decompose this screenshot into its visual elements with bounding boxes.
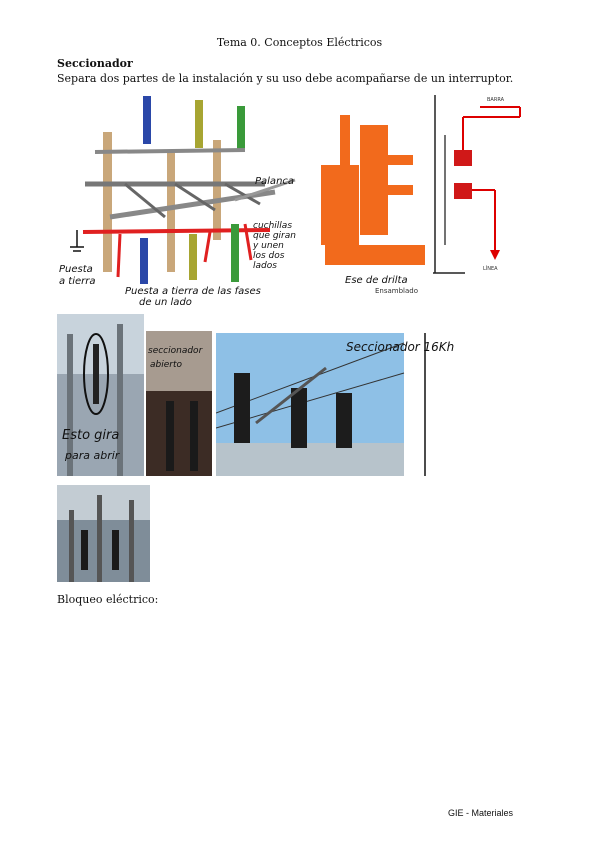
caption-esto-gira: Esto gira (62, 428, 119, 443)
annotation-cuchillas-3: y unen (252, 241, 284, 251)
phase-green-top (237, 106, 245, 150)
label-barra: BARRA (487, 97, 505, 103)
subsection-heading: Bloqueo eléctrico: (57, 593, 159, 606)
switchgear-diagram: BARRA LÍNEA Ese de drilta Ensamblado (320, 95, 521, 295)
annotation-puesta-1: Puesta (59, 264, 93, 275)
disconnector-sketch: Palanca cuchillas que giran y unen los d… (59, 96, 296, 307)
annotation-cuchillas-5: lados (253, 261, 277, 271)
label-linea: LÍNEA (483, 265, 498, 272)
caption-seccionador: seccionador (148, 346, 204, 356)
section-description: Separa dos partes de la instalación y su… (57, 72, 514, 85)
annotation-cuchillas-4: los dos (253, 251, 285, 261)
annotation-puesta-2: a tierra (59, 276, 96, 287)
photo-disconnector-3: Seccionador 16Kh (216, 333, 454, 476)
annotation-ese: Ese de drilta (345, 275, 408, 286)
annotation-palanca: Palanca (255, 176, 294, 187)
photo-disconnector-1: Esto gira para abrir (57, 314, 144, 476)
photo-disconnector-2: seccionador abierto (146, 331, 212, 476)
annotation-cuchillas-2: que giran (253, 231, 296, 241)
photo-substation (57, 485, 150, 582)
phase-yellow-top (195, 100, 203, 148)
annotation-ensamblado: Ensamblado (375, 287, 418, 295)
annotation-fases-1: Puesta a tierra de las fases (125, 286, 261, 297)
caption-abierto: abierto (150, 360, 182, 370)
annotation-cuchillas-1: cuchillas (253, 221, 292, 231)
caption-para-abrir: para abrir (64, 449, 121, 462)
section-heading: Seccionador (57, 57, 133, 70)
page-footer: GIE - Materiales (448, 808, 514, 818)
phase-blue-top (143, 96, 151, 144)
caption-seccionador-16kh: Seccionador 16Kh (346, 340, 454, 354)
annotation-fases-2: de un lado (139, 297, 192, 307)
page-title: Tema 0. Conceptos Eléctricos (216, 36, 383, 49)
